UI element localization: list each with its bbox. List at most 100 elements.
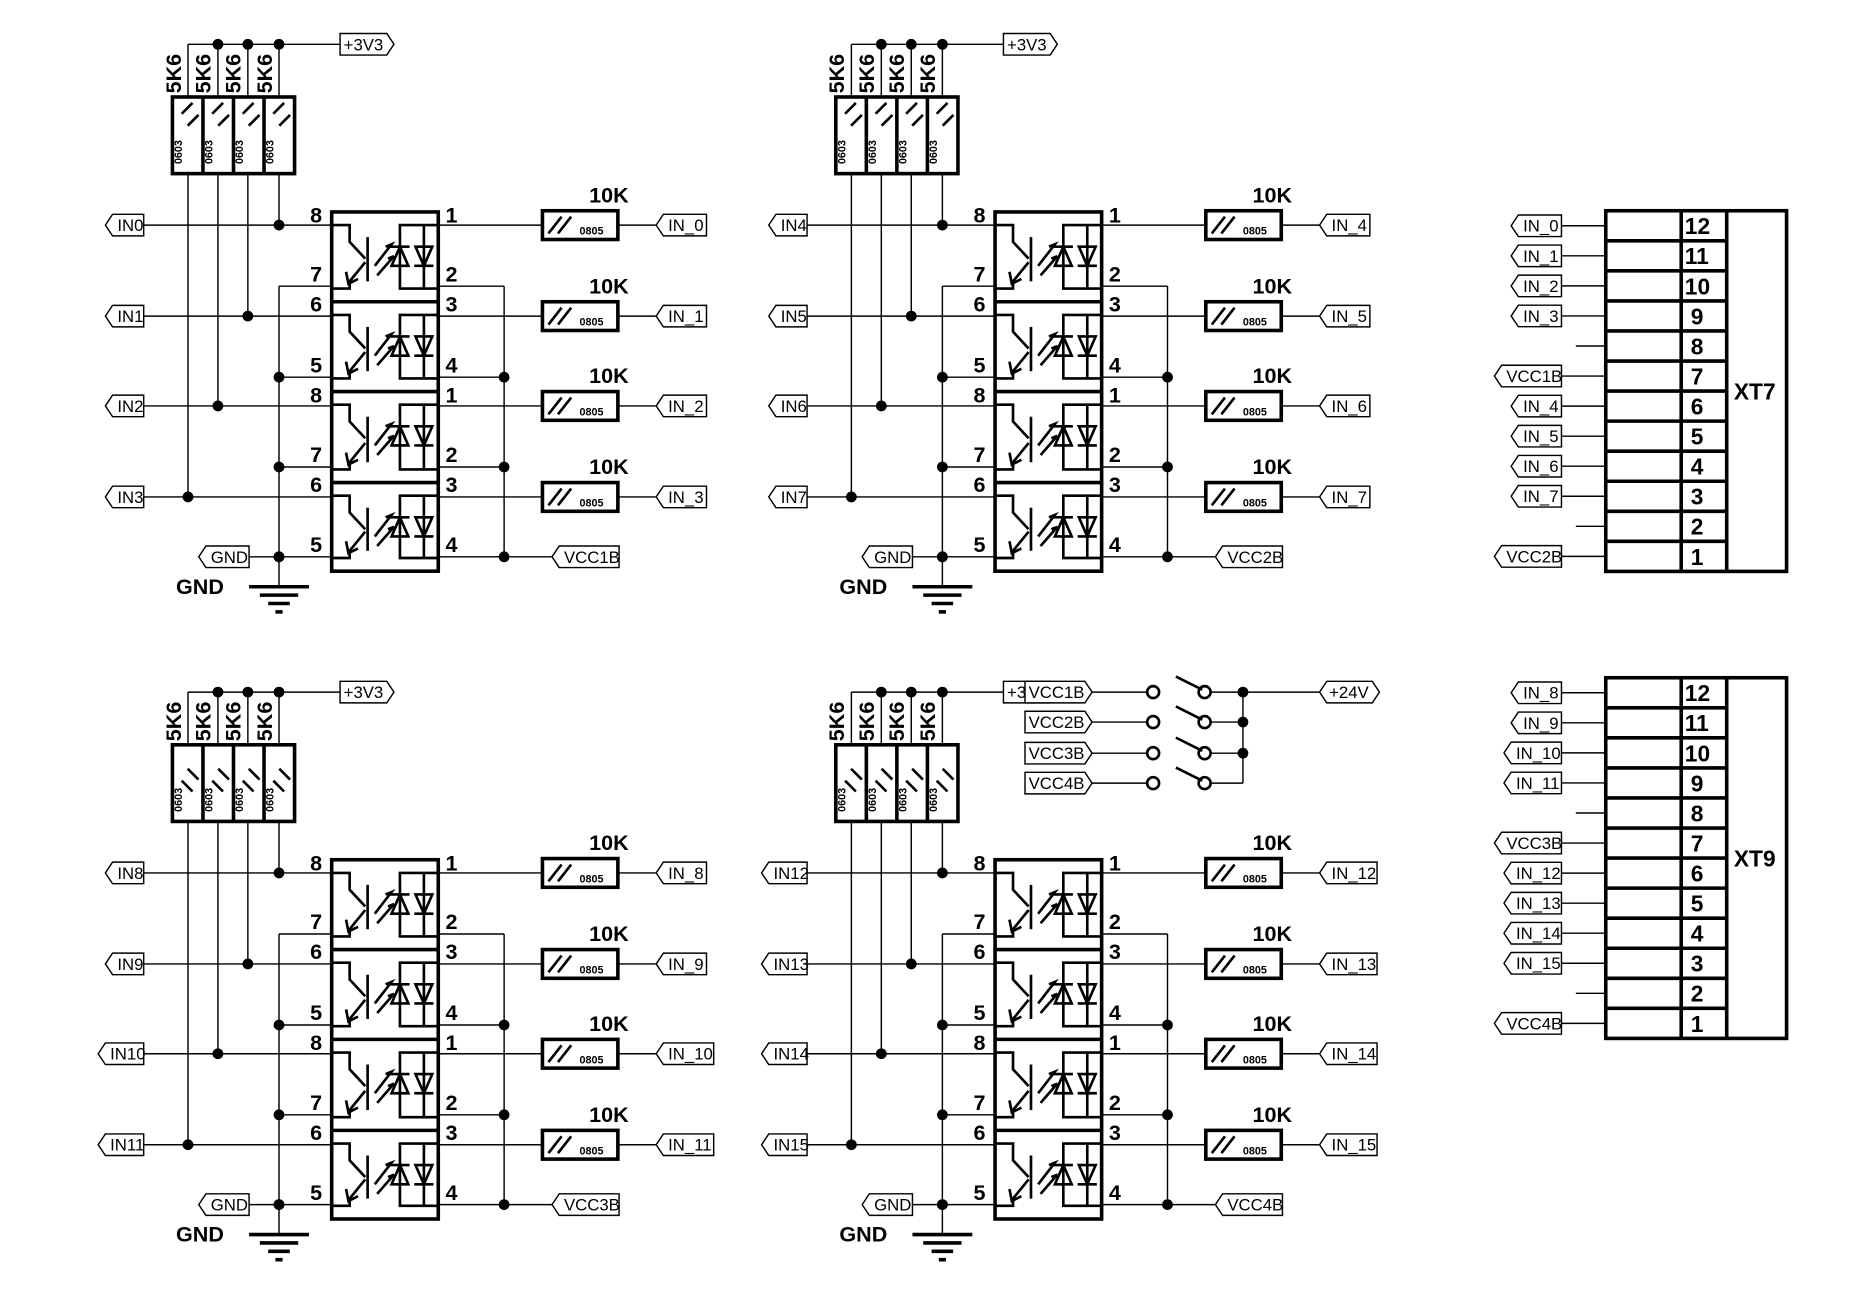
input-flag[interactable]: IN9 xyxy=(104,952,145,976)
opto-pin-right: 4 xyxy=(445,352,457,377)
series-resistor-package: 0805 xyxy=(580,317,604,329)
connector-net-flag[interactable]: VCC2B xyxy=(1493,544,1562,568)
vcc-flag[interactable]: VCC2B xyxy=(1214,545,1283,569)
gnd-flag[interactable]: GND xyxy=(861,545,914,569)
input-flag[interactable]: IN12 xyxy=(760,861,809,885)
resistor-slash xyxy=(186,767,200,781)
output-flag[interactable]: IN_6 xyxy=(1318,394,1371,418)
series-resistor-package: 0805 xyxy=(580,226,604,238)
connector-net-flag[interactable]: IN_6 xyxy=(1510,454,1563,478)
net-flag-text: IN_12 xyxy=(1332,864,1377,883)
output-flag[interactable]: IN_11 xyxy=(655,1133,715,1157)
output-flag[interactable]: IN_3 xyxy=(655,485,708,509)
resistor-slash xyxy=(850,767,863,781)
connector-net-flag[interactable]: IN_4 xyxy=(1510,394,1563,418)
connector-net-flag[interactable]: VCC1B xyxy=(1493,364,1562,388)
resistor-slash xyxy=(844,102,857,115)
output-flag[interactable]: IN_12 xyxy=(1318,861,1378,885)
switch-input-flag[interactable]: VCC4B xyxy=(1024,771,1093,795)
series-resistor-value: 10K xyxy=(1253,454,1293,479)
input-flag[interactable]: IN4 xyxy=(767,213,808,237)
transistor-emitter xyxy=(995,999,1030,1028)
output-flag[interactable]: IN_8 xyxy=(655,861,708,885)
opto-pin-right: 3 xyxy=(445,472,457,497)
diode-frame xyxy=(398,403,438,471)
gnd-flag[interactable]: GND xyxy=(197,545,250,569)
transistor-collector xyxy=(995,403,1030,440)
supply-3v3-flag[interactable]: +3V3 xyxy=(339,680,395,704)
connector-pin-number: 7 xyxy=(1691,830,1704,856)
net-flag-shape xyxy=(655,1042,715,1066)
switch-input-flag[interactable]: VCC1B xyxy=(1024,680,1093,704)
connector-net-flag[interactable]: IN_11 xyxy=(1503,771,1563,795)
net-flag-shape xyxy=(655,213,708,237)
resistor-package: 0603 xyxy=(173,140,185,164)
output-flag[interactable]: IN_9 xyxy=(655,952,708,976)
input-flag[interactable]: IN7 xyxy=(767,485,808,509)
emitter-arrow xyxy=(1008,1009,1023,1024)
output-flag[interactable]: IN_10 xyxy=(655,1042,715,1066)
connector-net-flag[interactable]: IN_3 xyxy=(1510,304,1563,328)
gnd-flag[interactable]: GND xyxy=(197,1193,250,1217)
input-flag[interactable]: IN11 xyxy=(97,1133,145,1157)
connector-net-flag[interactable]: IN_9 xyxy=(1510,711,1563,735)
supply-3v3-flag[interactable]: +3V3 xyxy=(339,32,395,56)
light-arrow xyxy=(373,241,396,267)
connector-net-flag[interactable]: IN_12 xyxy=(1503,861,1563,885)
output-flag[interactable]: IN_0 xyxy=(655,213,708,237)
net-flag-text: VCC1B xyxy=(1029,683,1085,702)
vcc-flag[interactable]: VCC1B xyxy=(551,545,620,569)
opto-pin-right: 4 xyxy=(445,532,457,557)
input-flag[interactable]: IN3 xyxy=(104,485,145,509)
emitter-arrow xyxy=(344,1188,359,1203)
diode-up xyxy=(1052,422,1074,447)
net-flag-text: IN3 xyxy=(117,488,143,507)
optocoupler-channel xyxy=(995,313,1101,380)
input-flag[interactable]: IN8 xyxy=(104,861,145,885)
connector-net-flag[interactable]: IN_1 xyxy=(1510,244,1563,268)
output-flag[interactable]: IN_15 xyxy=(1318,1133,1378,1157)
net-flag-text: GND xyxy=(874,1196,911,1215)
switch-input-flag[interactable]: VCC3B xyxy=(1024,741,1093,765)
output-flag[interactable]: IN_5 xyxy=(1318,304,1371,328)
input-flag[interactable]: IN0 xyxy=(104,213,145,237)
input-flag[interactable]: IN10 xyxy=(97,1042,146,1066)
supply-3v3-flag[interactable]: +3V3 xyxy=(1002,32,1059,56)
supply-24v-flag[interactable]: +24V xyxy=(1318,680,1381,704)
output-flag[interactable]: IN_13 xyxy=(1318,952,1378,976)
connector-net-flag[interactable]: IN_13 xyxy=(1503,891,1563,915)
connector-net-flag[interactable]: IN_15 xyxy=(1503,951,1563,975)
diode-frame xyxy=(398,871,438,938)
resistor-slash xyxy=(1220,306,1236,326)
output-flag[interactable]: IN_4 xyxy=(1318,213,1371,237)
vcc-flag[interactable]: VCC4B xyxy=(1214,1193,1283,1217)
connector-net-flag[interactable]: IN_0 xyxy=(1510,214,1563,238)
optocoupler-channel xyxy=(995,1142,1101,1208)
connector-net-flag[interactable]: IN_8 xyxy=(1510,681,1563,705)
input-flag[interactable]: IN13 xyxy=(760,952,809,976)
net-flag-text: IN_7 xyxy=(1523,487,1558,506)
gnd-flag[interactable]: GND xyxy=(861,1193,914,1217)
input-flag[interactable]: IN2 xyxy=(104,394,145,418)
connector-net-flag[interactable]: IN_10 xyxy=(1503,741,1563,765)
input-flag[interactable]: IN5 xyxy=(767,304,808,328)
output-flag[interactable]: IN_7 xyxy=(1318,485,1371,509)
vcc-flag[interactable]: VCC3B xyxy=(551,1193,620,1217)
connector-net-flag[interactable]: IN_14 xyxy=(1503,921,1563,945)
input-flag[interactable]: IN15 xyxy=(760,1133,809,1157)
connector-net-flag[interactable]: IN_5 xyxy=(1510,424,1563,448)
output-flag[interactable]: IN_14 xyxy=(1318,1042,1378,1066)
switch-input-flag[interactable]: VCC2B xyxy=(1024,710,1093,734)
input-flag[interactable]: IN6 xyxy=(767,394,808,418)
output-flag[interactable]: IN_1 xyxy=(655,304,708,328)
optocoupler-channel xyxy=(995,1051,1101,1119)
series-resistor-package: 0805 xyxy=(1243,407,1267,419)
input-flag[interactable]: IN14 xyxy=(760,1042,809,1066)
connector-net-flag[interactable]: IN_7 xyxy=(1510,484,1563,508)
output-flag[interactable]: IN_2 xyxy=(655,394,708,418)
connector-net-flag[interactable]: VCC4B xyxy=(1493,1011,1562,1035)
input-flag[interactable]: IN1 xyxy=(104,304,145,328)
connector-net-flag[interactable]: IN_2 xyxy=(1510,274,1563,298)
connector-net-flag[interactable]: VCC3B xyxy=(1493,831,1562,855)
net-flag-text: VCC3B xyxy=(1029,744,1085,763)
